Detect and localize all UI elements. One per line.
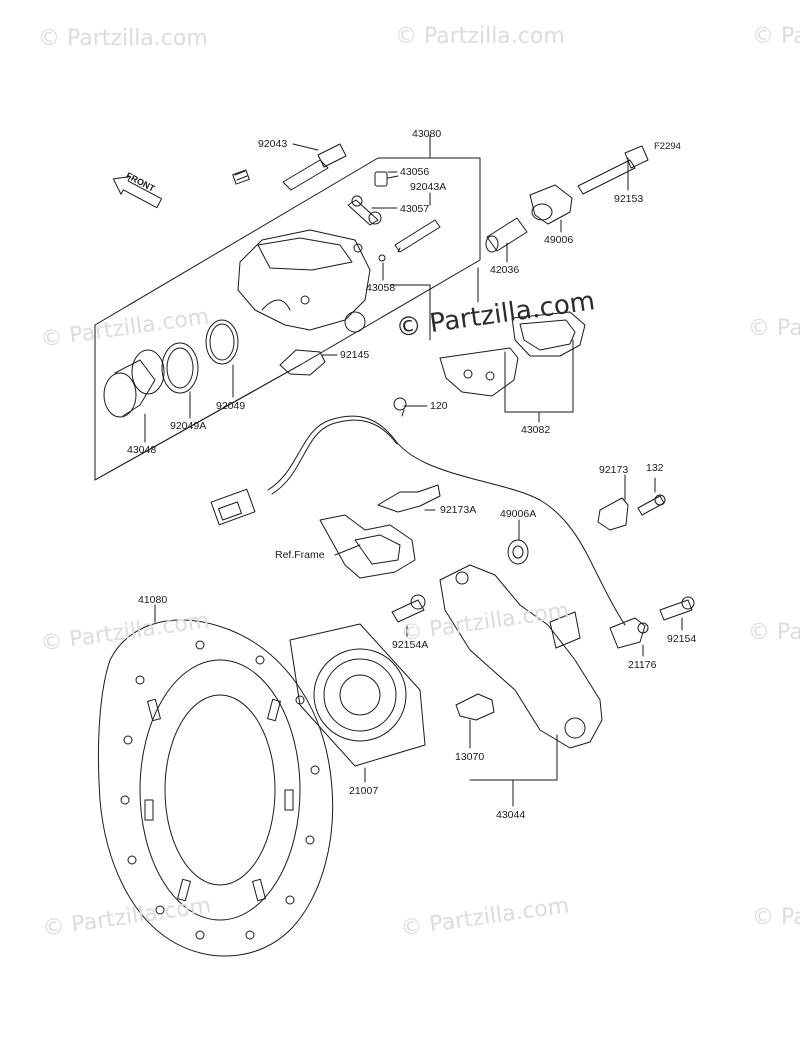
caliper-body	[237, 229, 371, 333]
part-label-43044[interactable]: 43044	[496, 809, 526, 821]
part-label-42036[interactable]: 42036	[490, 264, 520, 276]
part-label-43056[interactable]: 43056	[400, 166, 430, 178]
part-label-43058[interactable]: 43058	[366, 282, 396, 294]
grommet-49006A	[507, 539, 529, 565]
bleed-screw-43056	[232, 169, 250, 185]
part-label-132[interactable]: 132	[646, 462, 664, 474]
pin-92043A	[394, 219, 441, 253]
brake-disc-41080	[97, 619, 334, 957]
watermark: © Partzilla.com	[395, 24, 565, 49]
diagram-code: F2294	[654, 141, 681, 152]
part-label-13070[interactable]: 13070	[455, 751, 485, 763]
part-label-92145[interactable]: 92145	[340, 349, 370, 361]
seal-92049A	[161, 342, 199, 394]
bolt-92043	[282, 143, 347, 191]
ref-frame-label: Ref.Frame	[275, 549, 325, 561]
bolt-92154A	[391, 594, 426, 623]
pad-spring-92145	[279, 349, 326, 376]
piston-43048	[103, 349, 165, 418]
caliper-assembly-outline	[94, 157, 481, 481]
part-label-92043A[interactable]: 92043A	[410, 181, 447, 193]
watermark: © Partzilla.com	[752, 24, 800, 49]
cap-43057	[347, 195, 382, 226]
part-label-92173A[interactable]: 92173A	[440, 504, 477, 516]
part-label-92154[interactable]: 92154	[667, 633, 697, 645]
abs-sensor-21176	[609, 617, 649, 649]
bolt-120	[393, 397, 407, 417]
watermark: © Partzilla.com	[748, 316, 800, 341]
part-label-120[interactable]: 120	[430, 400, 448, 412]
bolt-92154	[659, 596, 695, 621]
part-label-92154A[interactable]: 92154A	[392, 639, 429, 651]
part-label-49006[interactable]: 49006	[544, 234, 574, 246]
part-label-21176[interactable]: 21176	[628, 659, 657, 671]
part-label-92153[interactable]: 92153	[614, 193, 644, 205]
abs-rotor-21007	[289, 623, 426, 767]
clamp-92173	[597, 497, 629, 531]
part-label-92173[interactable]: 92173	[599, 464, 629, 476]
brake-pads-43082	[439, 311, 586, 397]
bleeder-43056	[374, 171, 399, 187]
watermark: © Partzilla.com	[38, 26, 208, 51]
bolt-132	[637, 494, 666, 516]
part-label-92049[interactable]: 92049	[216, 400, 246, 412]
part-label-92049A[interactable]: 92049A	[170, 420, 207, 432]
part-label-43080[interactable]: 43080	[412, 128, 442, 140]
part-label-49006A[interactable]: 49006A	[500, 508, 537, 520]
part-label-92043[interactable]: 92043	[258, 138, 288, 150]
boot-49006	[529, 184, 573, 225]
caliper-bracket-43044	[439, 564, 603, 749]
part-label-43057[interactable]: 43057	[400, 203, 430, 215]
part-label-43048[interactable]: 43048	[127, 444, 157, 456]
seal-92049	[205, 319, 239, 365]
abs-sensor-cable	[210, 415, 626, 626]
oring-43058	[378, 254, 386, 262]
ref-frame-inset	[319, 514, 416, 579]
part-label-21007[interactable]: 21007	[349, 785, 379, 797]
bolt-92153	[577, 145, 649, 195]
sleeve-42036	[485, 217, 528, 253]
watermark: © Partzilla.com	[748, 620, 800, 645]
clip-13070	[455, 693, 495, 721]
leader-lines	[144, 134, 683, 807]
part-label-41080[interactable]: 41080	[138, 594, 168, 606]
part-label-43082[interactable]: 43082	[521, 424, 551, 436]
front-arrow-icon	[112, 176, 163, 209]
watermark: © Partzilla.com	[752, 905, 800, 930]
clamp-92173A	[377, 484, 441, 513]
